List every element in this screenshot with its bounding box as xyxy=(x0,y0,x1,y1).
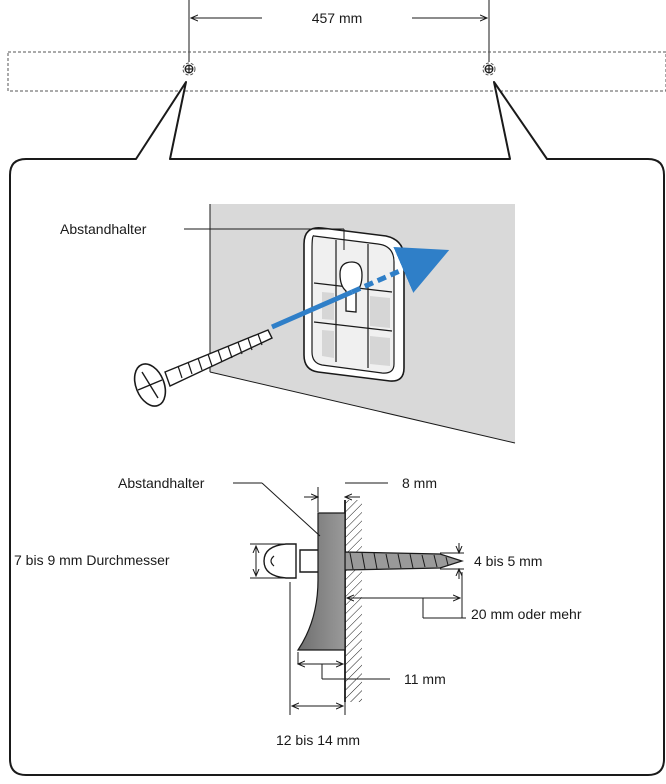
spacer-section xyxy=(296,512,346,651)
spacer-thickness-label: 8 mm xyxy=(402,475,437,491)
screw-hole-icon xyxy=(482,62,496,76)
shank-diameter-label: 4 bis 5 mm xyxy=(474,553,542,569)
screw-icon xyxy=(133,329,273,407)
spacer-label-top: Abstandhalter xyxy=(60,221,147,237)
arrow-icon xyxy=(270,246,450,330)
protrusion-label: 20 mm oder mehr xyxy=(471,606,582,622)
hole-spacing-dimension: 457 mm xyxy=(188,0,490,62)
screw-hole-icon xyxy=(182,62,196,76)
section-view: Abstandhalter 8 mm 7 bis 9 mm Durchmesse… xyxy=(14,475,582,748)
device-outline xyxy=(7,51,666,92)
head-to-wall-label: 12 bis 14 mm xyxy=(276,732,360,748)
head-diameter-label: 7 bis 9 mm Durchmesser xyxy=(14,552,170,568)
spacer-depth-label: 11 mm xyxy=(404,671,446,687)
callout-frame xyxy=(9,81,665,776)
spacer-label-section: Abstandhalter xyxy=(118,475,205,491)
perspective-view: Abstandhalter xyxy=(60,204,516,444)
hole-spacing-label: 457 mm xyxy=(312,10,363,26)
